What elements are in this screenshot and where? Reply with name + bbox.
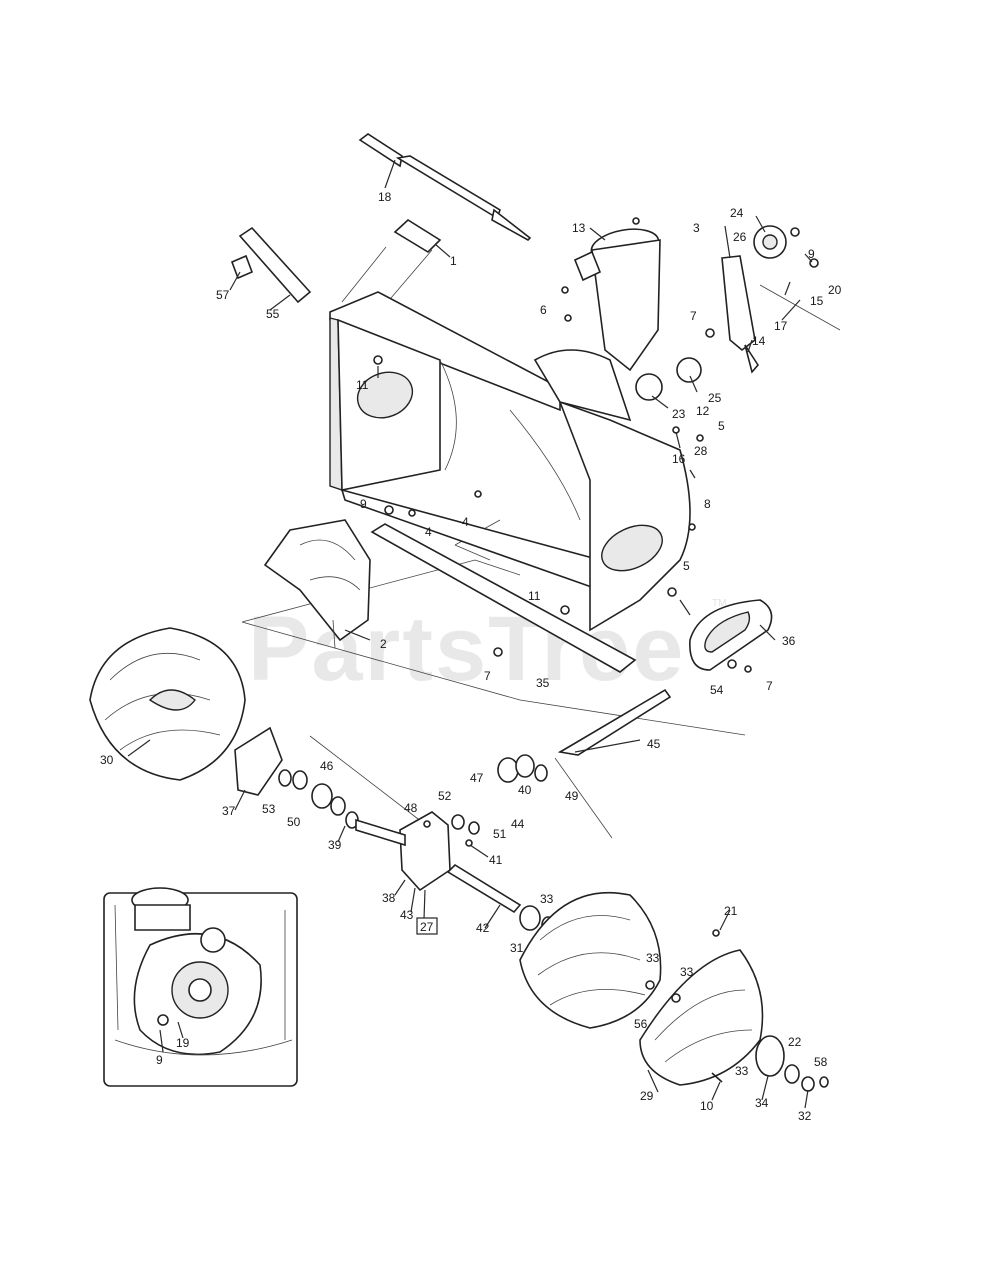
label-22: 22 [788, 1035, 802, 1049]
part-bracket-1 [393, 218, 442, 254]
part-handle-55 [230, 226, 312, 304]
part-shaft-18 [358, 133, 532, 241]
label-8: 8 [704, 497, 711, 511]
label-34: 34 [755, 1096, 769, 1110]
label-48: 48 [404, 801, 418, 815]
label-11b: 11 [528, 589, 541, 603]
label-56: 56 [634, 1017, 648, 1031]
label-2: 2 [380, 637, 387, 651]
label-18: 18 [378, 190, 392, 204]
label-15: 15 [810, 294, 824, 308]
label-7c: 7 [766, 679, 773, 693]
label-25: 25 [708, 391, 722, 405]
label-42: 42 [476, 921, 490, 935]
label-11a: 11 [356, 378, 369, 392]
label-40: 40 [518, 783, 532, 797]
label-3: 3 [693, 221, 700, 235]
label-35: 35 [536, 676, 550, 690]
part-washers-right [451, 754, 548, 835]
label-47: 47 [470, 771, 484, 785]
part-left-auger-30 [89, 627, 246, 781]
part-belt-guard-36 [689, 599, 773, 671]
part-right-auger-29 [519, 891, 764, 1086]
part-bracket-26 [721, 255, 841, 374]
label-23: 23 [672, 407, 686, 421]
label-55: 55 [266, 307, 280, 321]
label-31: 31 [510, 941, 524, 955]
label-24: 24 [730, 206, 744, 220]
label-46: 46 [320, 759, 334, 773]
label-33b: 33 [646, 951, 660, 965]
part-number-labels: 1 2 3 4 4 5 5 6 7 7 7 8 9 9 10 11 11 12 … [100, 190, 842, 1123]
label-54: 54 [710, 683, 724, 697]
label-16: 16 [672, 452, 686, 466]
label-45: 45 [647, 737, 661, 751]
label-57: 57 [216, 288, 230, 302]
label-6: 6 [540, 303, 547, 317]
inset-label-19: 19 [176, 1036, 190, 1050]
label-43: 43 [400, 908, 414, 922]
label-7a: 7 [690, 309, 697, 323]
label-39: 39 [328, 838, 342, 852]
label-33c: 33 [680, 965, 694, 979]
part-bearing-34 [755, 1035, 829, 1092]
label-41: 41 [489, 853, 503, 867]
label-30: 30 [100, 753, 114, 767]
label-9b: 9 [808, 247, 815, 261]
label-14: 14 [752, 334, 766, 348]
part-washers-left [278, 769, 359, 829]
inset-label-9: 9 [156, 1053, 163, 1067]
label-26: 26 [733, 230, 747, 244]
boxed-label-27: 27 [420, 920, 434, 934]
label-21: 21 [724, 904, 738, 918]
part-side-plate-2 [263, 519, 371, 649]
label-37: 37 [222, 804, 236, 818]
label-58: 58 [814, 1055, 828, 1069]
label-5b: 5 [683, 559, 690, 573]
label-20: 20 [828, 283, 842, 297]
label-12: 12 [696, 404, 710, 418]
label-4b: 4 [462, 515, 469, 529]
label-17: 17 [774, 319, 788, 333]
hardware-fasteners [373, 217, 819, 1083]
label-36: 36 [782, 634, 796, 648]
label-13: 13 [572, 221, 586, 235]
label-53: 53 [262, 802, 276, 816]
label-33a: 33 [540, 892, 554, 906]
part-plate-37 [234, 726, 283, 796]
part-shaft-45 [557, 688, 672, 756]
callout-27: 27 [416, 917, 438, 935]
part-pulley-24 [753, 225, 787, 259]
part-chute-13 [573, 228, 661, 372]
label-9a: 9 [360, 497, 367, 511]
part-bar-35 [370, 523, 637, 673]
inset-detail-view: 9 19 [103, 887, 298, 1087]
label-10: 10 [700, 1099, 714, 1113]
part-bearing-23 [635, 357, 702, 401]
label-4a: 4 [425, 525, 432, 539]
label-28: 28 [694, 444, 708, 458]
part-shaft-42 [446, 863, 555, 934]
part-auger-housing-28 [329, 291, 691, 632]
part-gear-case-38 [355, 811, 451, 892]
label-32: 32 [798, 1109, 812, 1123]
label-51: 51 [493, 827, 507, 841]
label-44: 44 [511, 817, 525, 831]
label-29: 29 [640, 1089, 654, 1103]
label-7b: 7 [484, 669, 491, 683]
label-38: 38 [382, 891, 396, 905]
label-33d: 33 [735, 1064, 749, 1078]
leader-lines [127, 159, 813, 1109]
label-5a: 5 [718, 419, 725, 433]
label-49: 49 [565, 789, 579, 803]
label-1: 1 [450, 254, 457, 268]
label-50: 50 [287, 815, 301, 829]
watermark-trademark: TM [712, 598, 726, 609]
label-52: 52 [438, 789, 452, 803]
